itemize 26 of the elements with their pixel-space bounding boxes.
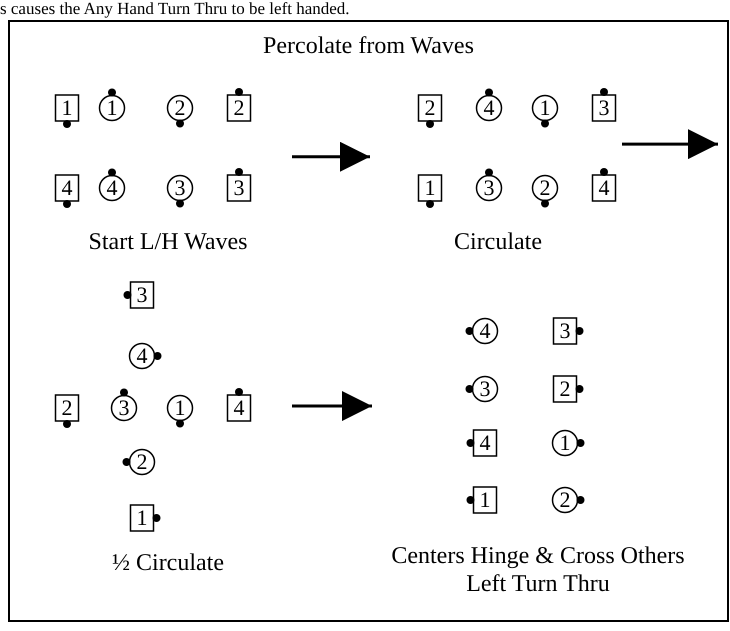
dancer-square: 2 <box>219 88 259 128</box>
dancer-square: 3 <box>584 88 624 128</box>
note-text: s causes the Any Hand Turn Thru to be left handed. <box>0 0 350 19</box>
dancer-square: 1 <box>465 480 505 520</box>
diagram-frame <box>8 20 729 622</box>
dancer-square: 4 <box>47 168 87 208</box>
dancer-square: 4 <box>219 388 259 428</box>
formation-caption: Centers Hinge & Cross Others Left Turn Thru <box>390 542 686 598</box>
dancer-square: 2 <box>410 88 450 128</box>
dancer-square: 4 <box>584 168 624 208</box>
arrow <box>292 142 370 172</box>
dancer-square: 3 <box>545 311 585 352</box>
dancer-square: 2 <box>545 368 585 409</box>
frame-heading: Percolate from Waves <box>262 32 475 60</box>
dancer-square: 1 <box>122 498 162 538</box>
dancer-square: 1 <box>410 168 450 208</box>
arrow <box>292 391 372 422</box>
dancer-square: 4 <box>465 422 505 463</box>
dancer-square: 2 <box>47 388 87 428</box>
dancer-square: 3 <box>122 274 162 315</box>
arrow <box>622 129 718 160</box>
formation-caption: ½ Circulate <box>111 549 225 578</box>
dancer-square: 3 <box>219 168 259 208</box>
formation-caption: Circulate <box>453 228 543 256</box>
formation-caption: Start L/H Waves <box>88 228 248 256</box>
dancer-square: 1 <box>47 88 87 128</box>
